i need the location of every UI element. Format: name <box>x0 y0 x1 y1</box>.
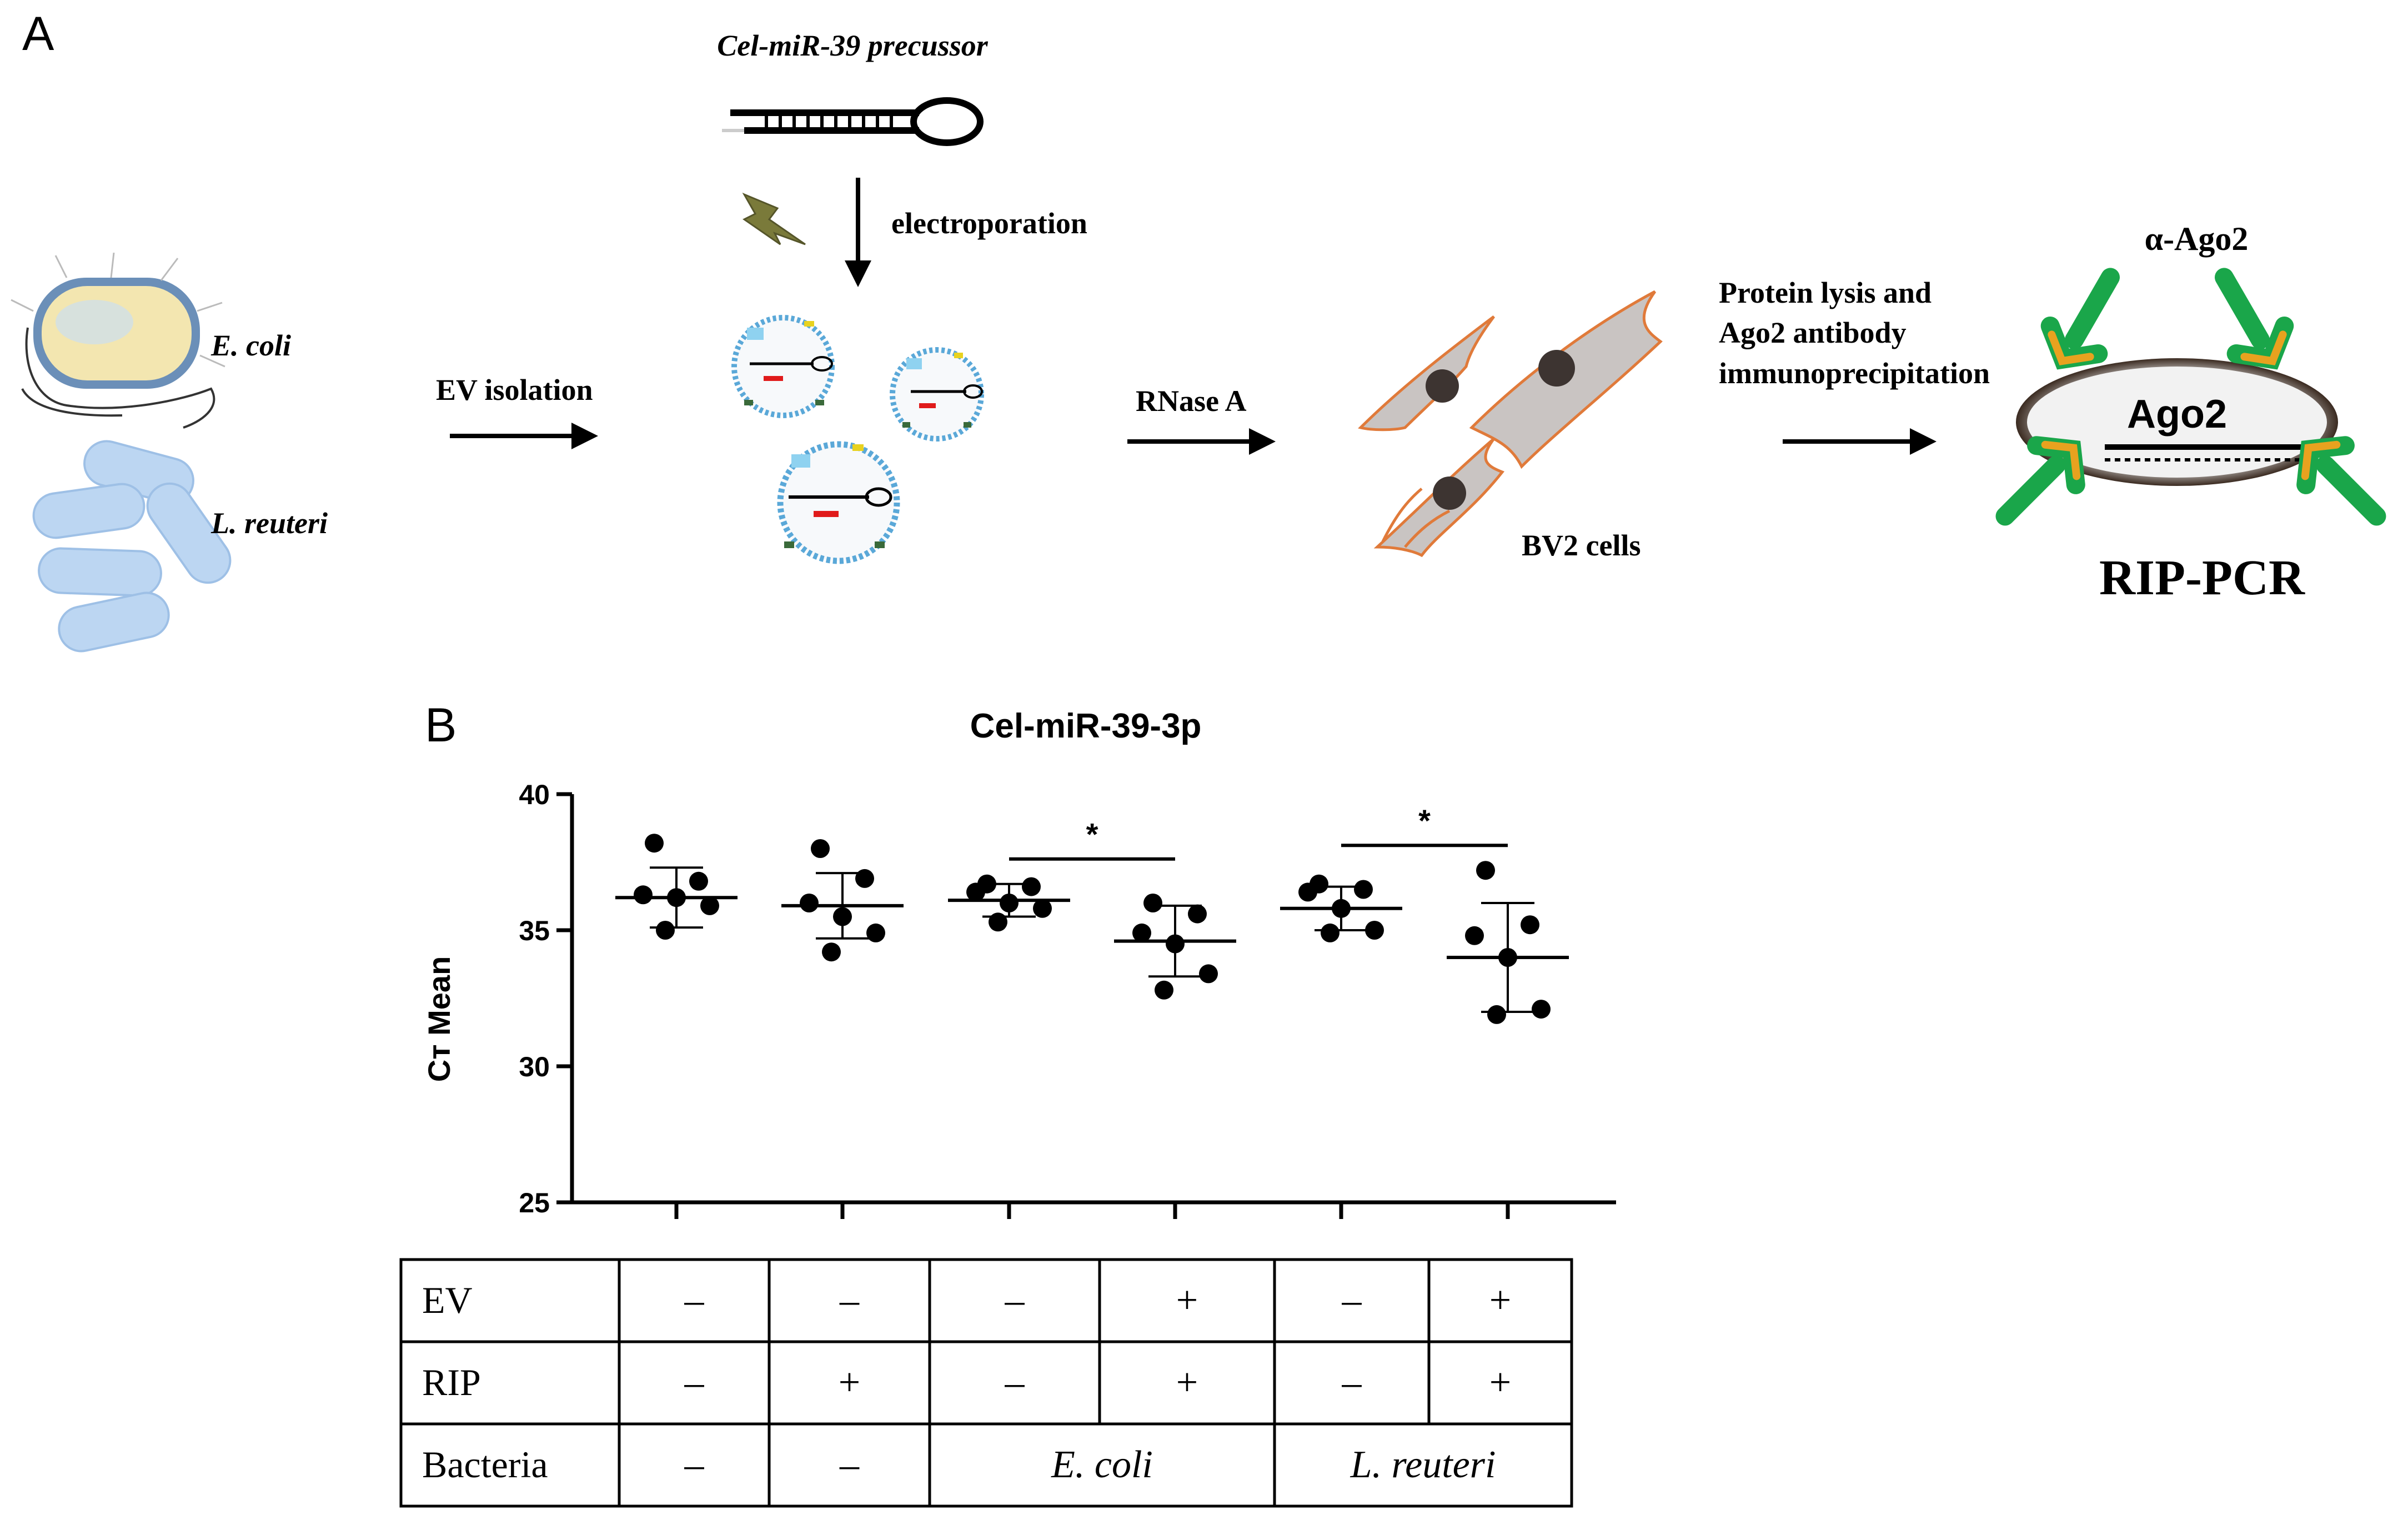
chart-axes: 25 30 35 40 <box>519 779 1616 1219</box>
data-point <box>1199 964 1218 984</box>
precursor-title: Cel-miR-39 precussor <box>717 29 988 62</box>
panel-b-label: B <box>425 699 456 752</box>
step-lysis-line-2: Ago2 antibody <box>1719 316 1907 349</box>
data-point <box>1365 921 1384 940</box>
y-tick-label: 40 <box>519 779 550 810</box>
data-point <box>1532 1000 1551 1019</box>
data-point <box>811 839 830 858</box>
table-cell: + <box>1489 1279 1511 1322</box>
y-axis-label: Cᴛ Mean <box>422 956 456 1082</box>
data-point <box>700 896 719 915</box>
table-cell: L. reuteri <box>1350 1443 1496 1486</box>
data-point <box>1143 894 1162 912</box>
table-cell: – <box>684 1443 705 1486</box>
significance-label: * <box>1086 817 1098 852</box>
step-lysis-line-1: Protein lysis and <box>1719 276 1932 309</box>
l-reuteri-icon <box>32 440 232 653</box>
panel-a-label: A <box>22 7 54 61</box>
y-tick-label: 25 <box>519 1187 550 1218</box>
data-point <box>866 923 885 942</box>
step-ev-isolation-label: EV isolation <box>436 373 593 407</box>
data-group-4 <box>1114 894 1236 1000</box>
table-row-label: RIP <box>422 1361 481 1403</box>
antibody-icon <box>1995 268 2386 526</box>
bacteria-e-coli-label: E. coli <box>210 329 291 362</box>
data-point <box>1033 899 1052 918</box>
ago2-label: Ago2 <box>2127 392 2227 437</box>
table-cell: – <box>684 1279 705 1322</box>
data-group-1 <box>615 834 738 940</box>
e-coli-icon <box>11 252 225 429</box>
data-point <box>1354 880 1373 899</box>
table-row-label: EV <box>422 1279 473 1321</box>
table-cell: – <box>1342 1279 1362 1322</box>
data-point <box>966 882 985 902</box>
step-rnase-label: RNase A <box>1136 384 1247 418</box>
table-cell: + <box>839 1361 860 1404</box>
step-lysis-line-3: immunoprecipitation <box>1719 357 1990 390</box>
table-cell: – <box>684 1361 705 1404</box>
chart-title: Cel-miR-39-3p <box>970 707 1202 745</box>
table-cell: – <box>1005 1361 1025 1404</box>
data-point <box>989 912 1007 932</box>
table-cell: + <box>1176 1279 1198 1322</box>
data-point <box>1155 980 1173 1000</box>
cell-label: BV2 cells <box>1522 529 1641 562</box>
data-point <box>1487 1005 1506 1024</box>
data-point <box>1521 915 1539 935</box>
data-group-2 <box>781 839 904 962</box>
y-tick-label: 35 <box>519 915 550 946</box>
table-cell: – <box>1005 1279 1025 1322</box>
lightning-icon <box>742 192 806 245</box>
antibody-label: α-Ago2 <box>2145 220 2249 257</box>
y-tick-label: 30 <box>519 1051 550 1082</box>
data-point <box>855 869 874 888</box>
chart-marks: ** <box>615 803 1569 1024</box>
data-point <box>1465 926 1484 945</box>
data-group-6 <box>1447 861 1569 1024</box>
data-point <box>1188 904 1207 924</box>
data-point <box>822 942 841 962</box>
bacteria-l-reuteri-label: L. reuteri <box>210 506 328 540</box>
electroporation-label: electroporation <box>891 207 1087 240</box>
data-point <box>1321 923 1340 942</box>
table-cell: – <box>839 1443 860 1486</box>
data-point <box>689 871 708 891</box>
data-group-3 <box>948 874 1070 932</box>
bv2-cells-icon <box>1358 290 1663 558</box>
significance-label: * <box>1418 803 1431 838</box>
hairpin-precursor-icon <box>722 97 984 146</box>
table-cell: E. coli <box>1051 1443 1153 1486</box>
table-cell: + <box>1489 1361 1511 1404</box>
data-point <box>1476 861 1495 880</box>
panel-a: A Cel-miR-39 precussor electroporation <box>11 7 2386 653</box>
data-point <box>1022 877 1041 896</box>
data-group-5 <box>1280 874 1402 942</box>
data-point <box>645 834 664 853</box>
data-point <box>1298 882 1317 902</box>
ago2-complex-icon <box>2016 358 2338 486</box>
data-point <box>656 921 675 940</box>
data-point <box>634 885 653 905</box>
table-cell: + <box>1176 1361 1198 1404</box>
data-point <box>1132 923 1151 942</box>
table-cell: – <box>1342 1361 1362 1404</box>
method-label: RIP-PCR <box>2099 550 2305 605</box>
table-border <box>399 1258 1573 1508</box>
vesicles-icon <box>731 315 984 564</box>
table-cell: – <box>839 1279 860 1322</box>
data-point <box>800 894 819 912</box>
table-row-label: Bacteria <box>422 1443 548 1486</box>
